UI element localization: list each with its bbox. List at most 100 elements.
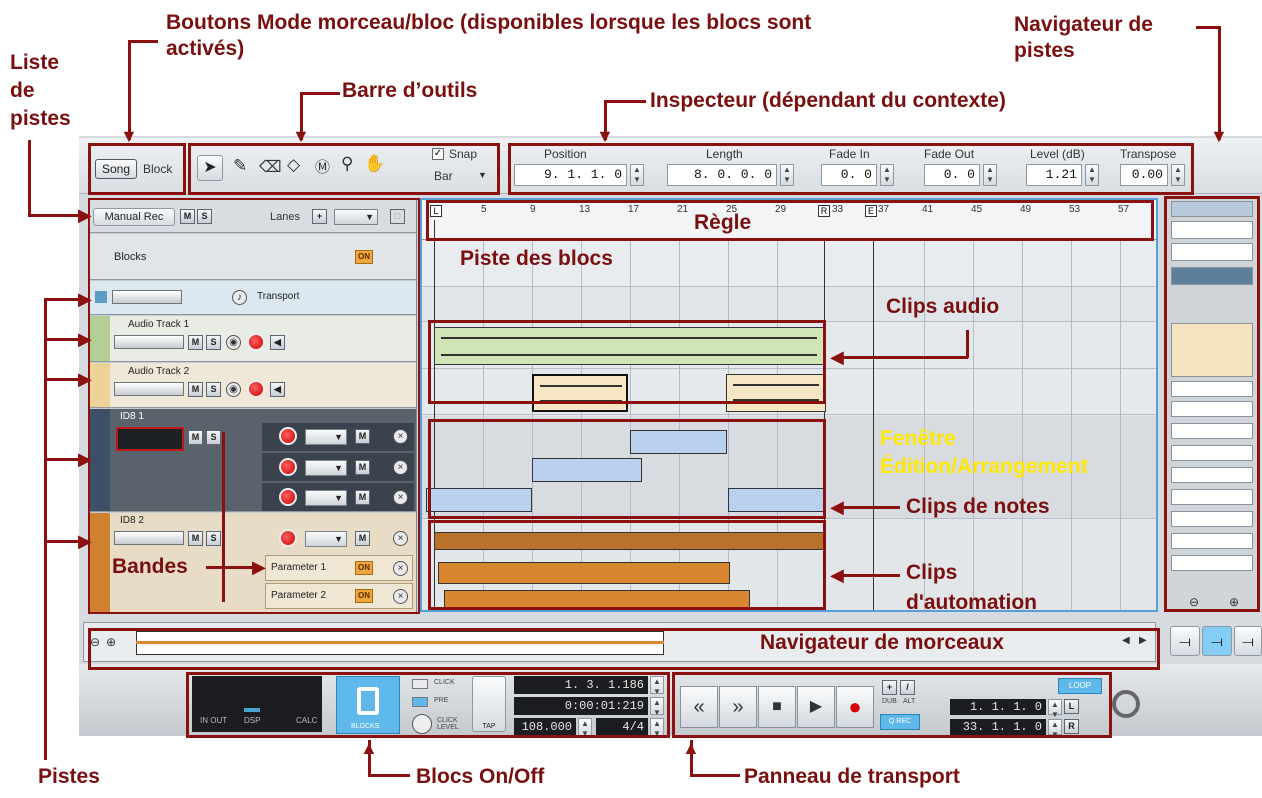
parameter-1-on-badge[interactable]: ON: [355, 561, 373, 575]
id8-1-mute[interactable]: M: [188, 430, 203, 445]
lane-dropdown[interactable]: ▼: [334, 209, 378, 225]
loop-button[interactable]: LOOP: [1058, 678, 1102, 694]
audio-track-1-solo[interactable]: S: [206, 335, 221, 350]
lane-3-mute[interactable]: M: [355, 490, 370, 505]
audio-track-2-fader[interactable]: [114, 382, 184, 396]
manual-rec-button[interactable]: Manual Rec: [93, 208, 175, 226]
audio-clip-selected[interactable]: [532, 374, 628, 412]
id8-2-solo[interactable]: S: [206, 531, 221, 546]
audio-track-1-mute[interactable]: M: [188, 335, 203, 350]
lane-2-dropdown[interactable]: ▼: [305, 460, 347, 476]
left-locator-marker[interactable]: L: [430, 205, 442, 217]
id8-2-lane-mute[interactable]: M: [355, 531, 370, 546]
audio-clip[interactable]: [434, 327, 824, 365]
zoom-out-icon[interactable]: ⊖: [1189, 595, 1200, 609]
level-spinner[interactable]: ▲▼: [1085, 164, 1099, 186]
record-icon[interactable]: ●: [836, 686, 874, 728]
audio-track-2-record-button[interactable]: [247, 380, 265, 398]
note-clip[interactable]: [728, 488, 824, 512]
position-spinner[interactable]: ▲▼: [630, 164, 644, 186]
time-position-spinner[interactable]: ▲▼: [650, 697, 664, 717]
lane-2-mute[interactable]: M: [355, 460, 370, 475]
right-locator-button[interactable]: R: [1064, 719, 1079, 734]
tap-button[interactable]: TAP: [472, 676, 506, 732]
left-locator-spinner[interactable]: ▲▼: [1048, 699, 1062, 719]
lane-2-record-button[interactable]: [279, 458, 297, 476]
solo-all-button[interactable]: S: [197, 209, 212, 224]
track-navigator[interactable]: ⊖ ⊕: [1166, 196, 1258, 612]
lane-1-record-button[interactable]: [279, 427, 297, 445]
audio-clip[interactable]: [726, 374, 826, 412]
snap-value-select[interactable]: Bar: [434, 169, 453, 183]
left-locator-display[interactable]: 1. 1. 1. 0: [950, 699, 1046, 715]
length-field[interactable]: 8. 0. 0. 0: [667, 164, 777, 186]
block-mode-button[interactable]: Block: [143, 162, 173, 176]
bar-position-display[interactable]: 1. 3. 1.186: [514, 676, 648, 694]
lane-3-dropdown[interactable]: ▼: [305, 490, 347, 506]
scroll-left-icon[interactable]: ◀: [1122, 635, 1130, 646]
song-mode-button[interactable]: Song: [95, 159, 137, 179]
hand-tool-icon[interactable]: ✋: [364, 154, 386, 173]
arrow-tool-icon[interactable]: ➤: [197, 155, 223, 181]
rewind-icon[interactable]: «: [680, 686, 718, 728]
id8-2-mute[interactable]: M: [188, 531, 203, 546]
parameter-2-on-badge[interactable]: ON: [355, 589, 373, 603]
level-field[interactable]: 1.21: [1026, 164, 1082, 186]
lane-1-mute[interactable]: M: [355, 429, 370, 444]
id8-2-fader[interactable]: [114, 531, 184, 545]
time-position-display[interactable]: 0:00:01:219: [514, 697, 648, 715]
alt-button[interactable]: /: [900, 680, 915, 695]
click-toggle[interactable]: [412, 679, 428, 689]
id8-2-record-button[interactable]: [279, 529, 297, 547]
play-icon[interactable]: ▶: [797, 686, 835, 728]
audio-track-1-fader[interactable]: [114, 335, 184, 349]
arrangement-window[interactable]: L R E 5 9 13 17 21 25 29 33 37 41 45 49 …: [420, 198, 1158, 612]
zoom-in-icon[interactable]: ⊕: [106, 635, 117, 649]
mute-all-button[interactable]: M: [180, 209, 195, 224]
speaker-icon[interactable]: ◀: [270, 382, 285, 397]
pre-toggle[interactable]: [412, 697, 428, 707]
signature-spinner[interactable]: ▲▼: [650, 718, 664, 738]
sync-icon[interactable]: [1112, 690, 1140, 718]
add-lane-button[interactable]: +: [312, 209, 327, 224]
fade-out-spinner[interactable]: ▲▼: [983, 164, 997, 186]
blocks-toggle-button[interactable]: BLOCKS: [336, 676, 400, 734]
note-clip[interactable]: [532, 458, 642, 482]
automation-clip[interactable]: [444, 590, 750, 610]
signature-display[interactable]: 4/4: [596, 718, 648, 736]
pencil-tool-icon[interactable]: ✎: [233, 156, 248, 175]
audio-track-2-mute[interactable]: M: [188, 382, 203, 397]
audio-track-1-record-button[interactable]: [247, 333, 265, 351]
waveform-zoom-in-icon[interactable]: ⟞: [1234, 626, 1262, 656]
blocks-on-badge[interactable]: ON: [355, 250, 373, 264]
speaker-icon[interactable]: ◀: [270, 335, 285, 350]
bar-position-spinner[interactable]: ▲▼: [650, 676, 664, 696]
razor-tool-icon[interactable]: ◇: [287, 155, 301, 174]
stop-icon[interactable]: ■: [758, 686, 796, 728]
fade-out-field[interactable]: 0. 0: [924, 164, 980, 186]
monitor-icon[interactable]: ◉: [226, 335, 241, 350]
scroll-right-icon[interactable]: ▶: [1139, 635, 1147, 646]
close-icon[interactable]: ×: [393, 561, 408, 576]
close-icon[interactable]: ×: [393, 531, 408, 546]
lane-3-record-button[interactable]: [279, 488, 297, 506]
transpose-spinner[interactable]: ▲▼: [1171, 164, 1185, 186]
close-icon[interactable]: ×: [393, 490, 408, 505]
fast-forward-icon[interactable]: »: [719, 686, 757, 728]
click-level-knob[interactable]: [412, 714, 432, 734]
end-marker[interactable]: E: [865, 205, 877, 217]
ruler[interactable]: L R E 5 9 13 17 21 25 29 33 37 41 45 49 …: [422, 200, 1156, 240]
eraser-tool-icon[interactable]: ⌫: [259, 159, 282, 176]
dub-button[interactable]: +: [882, 680, 897, 695]
close-icon[interactable]: ×: [393, 429, 408, 444]
monitor-icon[interactable]: ◉: [226, 382, 241, 397]
id8-1-solo[interactable]: S: [206, 430, 221, 445]
fade-in-field[interactable]: 0. 0: [821, 164, 877, 186]
right-locator-marker[interactable]: R: [818, 205, 830, 217]
close-icon[interactable]: ×: [393, 589, 408, 604]
right-locator-display[interactable]: 33. 1. 1. 0: [950, 719, 1046, 735]
audio-track-2-solo[interactable]: S: [206, 382, 221, 397]
mute-tool-icon[interactable]: Ⓜ: [315, 159, 331, 176]
left-locator-button[interactable]: L: [1064, 699, 1079, 714]
snap-checkbox[interactable]: ✓: [432, 148, 444, 160]
